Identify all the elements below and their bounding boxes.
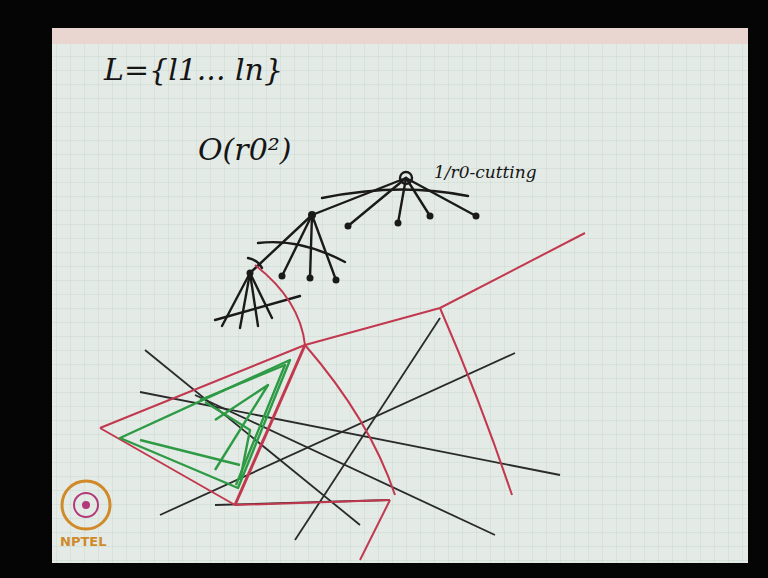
board-grid: [52, 28, 748, 563]
board: [52, 28, 748, 563]
cutting-note: 1/r0-cutting: [434, 162, 537, 182]
watermark: NPTEL: [60, 534, 106, 549]
nptel-logo-mark: [62, 481, 110, 529]
green-triangulation: [120, 360, 290, 488]
tree-sketch: [215, 172, 476, 328]
tree-nodes: [247, 211, 480, 284]
line-arrangement: [140, 318, 560, 540]
red-cells: [100, 233, 585, 560]
board-top-strip: [52, 28, 748, 44]
complexity-label: O(r0²): [198, 132, 291, 167]
set-label: L={l1... ln}: [104, 52, 283, 87]
